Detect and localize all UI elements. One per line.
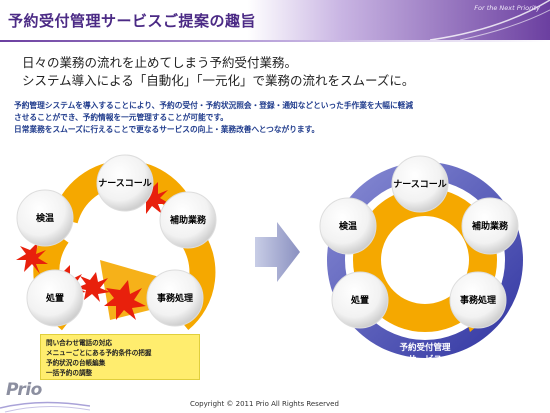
callout-item: 予約状況の台帳編集 [46, 359, 106, 367]
header-divider [0, 40, 550, 42]
svg-text:処置: 処置 [45, 292, 64, 304]
task-callout-box: 問い合わせ電話の対応 メニューごとにある予約条件の把握 予約状況の台帳編集 一括… [40, 334, 200, 380]
transition-arrow-icon [255, 222, 300, 282]
right-node-4: 処置 [331, 271, 389, 329]
svg-text:検温: 検温 [36, 212, 54, 224]
svg-text:補助業務: 補助業務 [471, 220, 509, 232]
lead-line-2: システム導入による「自動化」「一元化」で業務の流れをスムーズに。 [22, 73, 415, 88]
left-node-4: 処置 [26, 269, 84, 327]
right-node-2: 補助業務 [461, 197, 519, 255]
callout-item: メニューごとにある予約条件の把握 [46, 349, 152, 357]
header-swoosh-graphic [429, 0, 550, 40]
body-line-2: させることができ、予約情報を一元管理することが可能です。 [14, 113, 228, 122]
page-title: 予約受付管理サービスご提案の趣旨 [8, 12, 257, 30]
svg-text:処置: 処置 [350, 294, 369, 306]
body-text: 予約管理システムを導入することにより、予約の受付・予約状況照会・登録・通知などと… [14, 100, 539, 136]
svg-text:ナースコール: ナースコール [393, 179, 447, 190]
svg-text:検温: 検温 [339, 220, 357, 232]
copyright-text: Copyright © 2011 Prio All Rights Reserve… [190, 400, 339, 408]
header-bar [0, 0, 550, 40]
burst-icon [16, 242, 48, 274]
tagline: For the Next Priority [474, 4, 540, 12]
lead-line-1: 日々の業務の流れを止めてしまう予約受付業務。 [22, 55, 298, 70]
callout-item: 問い合わせ電話の対応 [46, 339, 112, 347]
svg-text:ナースコール: ナースコール [98, 178, 152, 189]
lead-text: 日々の業務の流れを止めてしまう予約受付業務。 システム導入による「自動化」「一元… [22, 54, 414, 90]
left-cycle-diagram: ナースコール 補助業務 事務処理 処置 検温 [16, 154, 217, 331]
logo-swoosh-graphic [0, 401, 90, 413]
left-node-5: 検温 [16, 189, 74, 247]
left-node-3: 事務処理 [146, 269, 204, 327]
left-node-1: ナースコール [96, 154, 154, 212]
right-node-3: 事務処理 [449, 271, 507, 329]
ring-label-2: サービス [408, 354, 442, 365]
callout-item: 一括予約の調整 [46, 369, 93, 377]
svg-text:事務処理: 事務処理 [460, 294, 496, 306]
svg-text:事務処理: 事務処理 [157, 292, 193, 304]
body-line-1: 予約管理システムを導入することにより、予約の受付・予約状況照会・登録・通知などと… [14, 101, 414, 110]
right-node-1: ナースコール [391, 155, 449, 213]
burst-icon [76, 272, 110, 302]
svg-text:補助業務: 補助業務 [169, 214, 207, 226]
right-node-5: 検温 [319, 197, 377, 255]
burst-icon [104, 280, 146, 320]
right-cycle-diagram: ナースコール 補助業務 事務処理 処置 検温 予約受付管理 サービス [319, 155, 523, 365]
body-line-3: 日常業務をスムーズに行えることで更なるサービスの向上・業務改善へとつながります。 [14, 125, 320, 134]
ring-label-1: 予約受付管理 [399, 342, 451, 353]
brand-logo: Prio [6, 380, 42, 400]
left-node-2: 補助業務 [159, 191, 217, 249]
